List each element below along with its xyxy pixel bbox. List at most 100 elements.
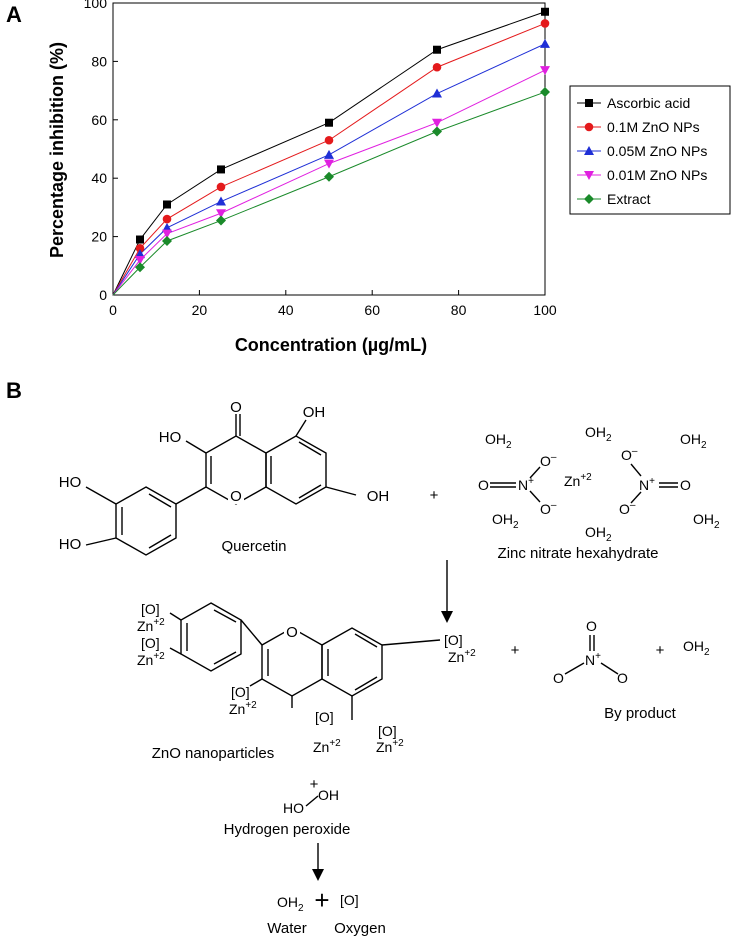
- y-tick-label: 60: [91, 112, 107, 128]
- water-1: OH2: [485, 431, 512, 451]
- data-point-ascorbic-acid: [163, 200, 171, 209]
- data-point-0-05m-zno-nps: [324, 149, 334, 159]
- data-point-extract: [135, 262, 145, 273]
- data-point-ascorbic-acid: [325, 118, 333, 127]
- product-ring-o: O: [286, 624, 298, 641]
- product-ox-1: [O]: [141, 601, 160, 617]
- oxygen-label: Oxygen: [334, 920, 386, 937]
- legend-box: [569, 85, 731, 215]
- x-axis-title: Concentration (µg/mL): [235, 335, 427, 355]
- byproduct-n: N+: [585, 651, 601, 668]
- water-5: OH2: [585, 524, 612, 544]
- y-axis: 0 20 40 60 80 100: [84, 0, 118, 303]
- plus-reactants: +: [430, 487, 439, 504]
- data-point-0-01m-zno-nps: [540, 66, 550, 76]
- oh-7: OH: [367, 488, 390, 505]
- product-zn-2: Zn+2: [137, 651, 165, 668]
- product-ox-4: [O]: [315, 709, 334, 725]
- data-point-ascorbic-acid: [217, 165, 225, 174]
- zno-product-structure: O [O] Zn+2 [O] Zn+2 [O] Zn+2 [O] Zn+2 [O…: [137, 601, 476, 762]
- final-oxygen: [O]: [340, 892, 359, 908]
- x-tick-label: 0: [109, 302, 117, 318]
- plot-frame: [112, 2, 546, 296]
- plus-peroxide: +: [310, 776, 319, 793]
- final-water: OH2: [277, 894, 304, 914]
- legend-marker-0-05m-zno-nps: [584, 146, 594, 155]
- y-tick-label: 80: [91, 53, 107, 69]
- carbonyl-o: O: [230, 399, 242, 416]
- oh-3: HO: [159, 429, 182, 446]
- data-point-0-1m-zno-nps: [540, 19, 550, 28]
- product-ring-a: [321, 627, 383, 697]
- product-ox-6: [O]: [444, 632, 463, 648]
- legend-marker-0-01m-zno-nps: [584, 171, 594, 180]
- data-point-0-05m-zno-nps: [540, 38, 550, 48]
- byproduct-o-right: O: [617, 670, 628, 686]
- data-point-extract: [162, 235, 172, 246]
- zno-label: ZnO nanoparticles: [152, 745, 275, 762]
- legend-label-0-1m-zno-nps: 0.1M ZnO NPs: [607, 119, 700, 135]
- y-tick-label: 0: [99, 287, 107, 303]
- zinc-nitrate-structure: OH2 OH2 OH2 OH2 OH2 OH2 O N+ O– O– Zn+2 …: [478, 424, 720, 562]
- nitrate1-o-left: O: [478, 477, 489, 493]
- x-tick-label: 80: [451, 302, 467, 318]
- final-products: OH2 + [O] Water Oxygen: [267, 885, 386, 937]
- zinc-nitrate-label: Zinc nitrate hexahydrate: [498, 545, 659, 562]
- data-point-0-01m-zno-nps: [324, 159, 334, 169]
- data-point-ascorbic-acid: [136, 235, 144, 244]
- y-tick-label: 20: [91, 229, 107, 245]
- peroxide-ho: HO: [283, 800, 304, 816]
- legend-label-0-01m-zno-nps: 0.01M ZnO NPs: [607, 167, 707, 183]
- nitrate2-o-bottom: O–: [619, 500, 636, 517]
- data-point-0-05m-zno-nps: [162, 222, 172, 232]
- data-point-0-01m-zno-nps: [432, 118, 442, 128]
- product-zn-6: Zn+2: [448, 648, 476, 665]
- nitrate1-o-bottom: O–: [540, 500, 557, 517]
- product-zn-4: Zn+2: [313, 738, 341, 755]
- y-tick-label: 100: [84, 0, 108, 11]
- water-2: OH2: [585, 424, 612, 444]
- nitrate-byproduct: O N+ O O By product: [553, 618, 677, 722]
- panel-a-letter: A: [6, 2, 22, 27]
- x-tick-label: 100: [533, 302, 557, 318]
- water-6: OH2: [693, 511, 720, 531]
- quercetin-label: Quercetin: [221, 538, 286, 555]
- x-tick-label: 40: [278, 302, 294, 318]
- byproduct-o-left: O: [553, 670, 564, 686]
- oh-4-prime: HO: [59, 474, 82, 491]
- nitrate1-n: N+: [518, 476, 534, 493]
- data-point-ascorbic-acid: [541, 7, 549, 16]
- series-line-0-01m-zno-nps: [112, 69, 546, 296]
- data-point-0-1m-zno-nps: [162, 214, 172, 224]
- data-point-extract: [432, 126, 442, 137]
- plus-product-1: +: [511, 642, 520, 659]
- product-ring-b: [180, 602, 242, 672]
- final-plus: +: [314, 885, 329, 915]
- plus-product-2: +: [656, 642, 665, 659]
- x-tick-label: 20: [192, 302, 208, 318]
- product-zn-5: Zn+2: [376, 738, 404, 755]
- nitrate2-o-right: O: [680, 477, 691, 493]
- legend-marker-0-1m-zno-nps: [584, 122, 594, 132]
- line-chart: 0 20 40 60 80 100 0 20 40 60 80 100 Concentration …: [47, 0, 557, 355]
- resorcinol-ring: [265, 435, 327, 505]
- zinc-ion: Zn+2: [564, 472, 592, 489]
- data-point-extract: [324, 171, 334, 182]
- data-point-0-1m-zno-nps: [135, 243, 145, 253]
- product-zn-1: Zn+2: [137, 617, 165, 634]
- water-4: OH2: [492, 511, 519, 531]
- y-tick-label: 40: [91, 170, 107, 186]
- legend-marker-extract: [584, 194, 594, 204]
- peroxide-label: Hydrogen peroxide: [224, 821, 351, 838]
- peroxide-oh: OH: [318, 787, 339, 803]
- data-point-0-01m-zno-nps: [216, 209, 226, 219]
- data-point-0-01m-zno-nps: [162, 229, 172, 239]
- product-water: OH2: [683, 638, 710, 658]
- data-point-0-05m-zno-nps: [216, 196, 226, 206]
- data-point-0-05m-zno-nps: [135, 249, 145, 259]
- data-point-0-1m-zno-nps: [216, 182, 226, 192]
- data-point-extract: [216, 215, 226, 226]
- oh-5: OH: [303, 404, 326, 421]
